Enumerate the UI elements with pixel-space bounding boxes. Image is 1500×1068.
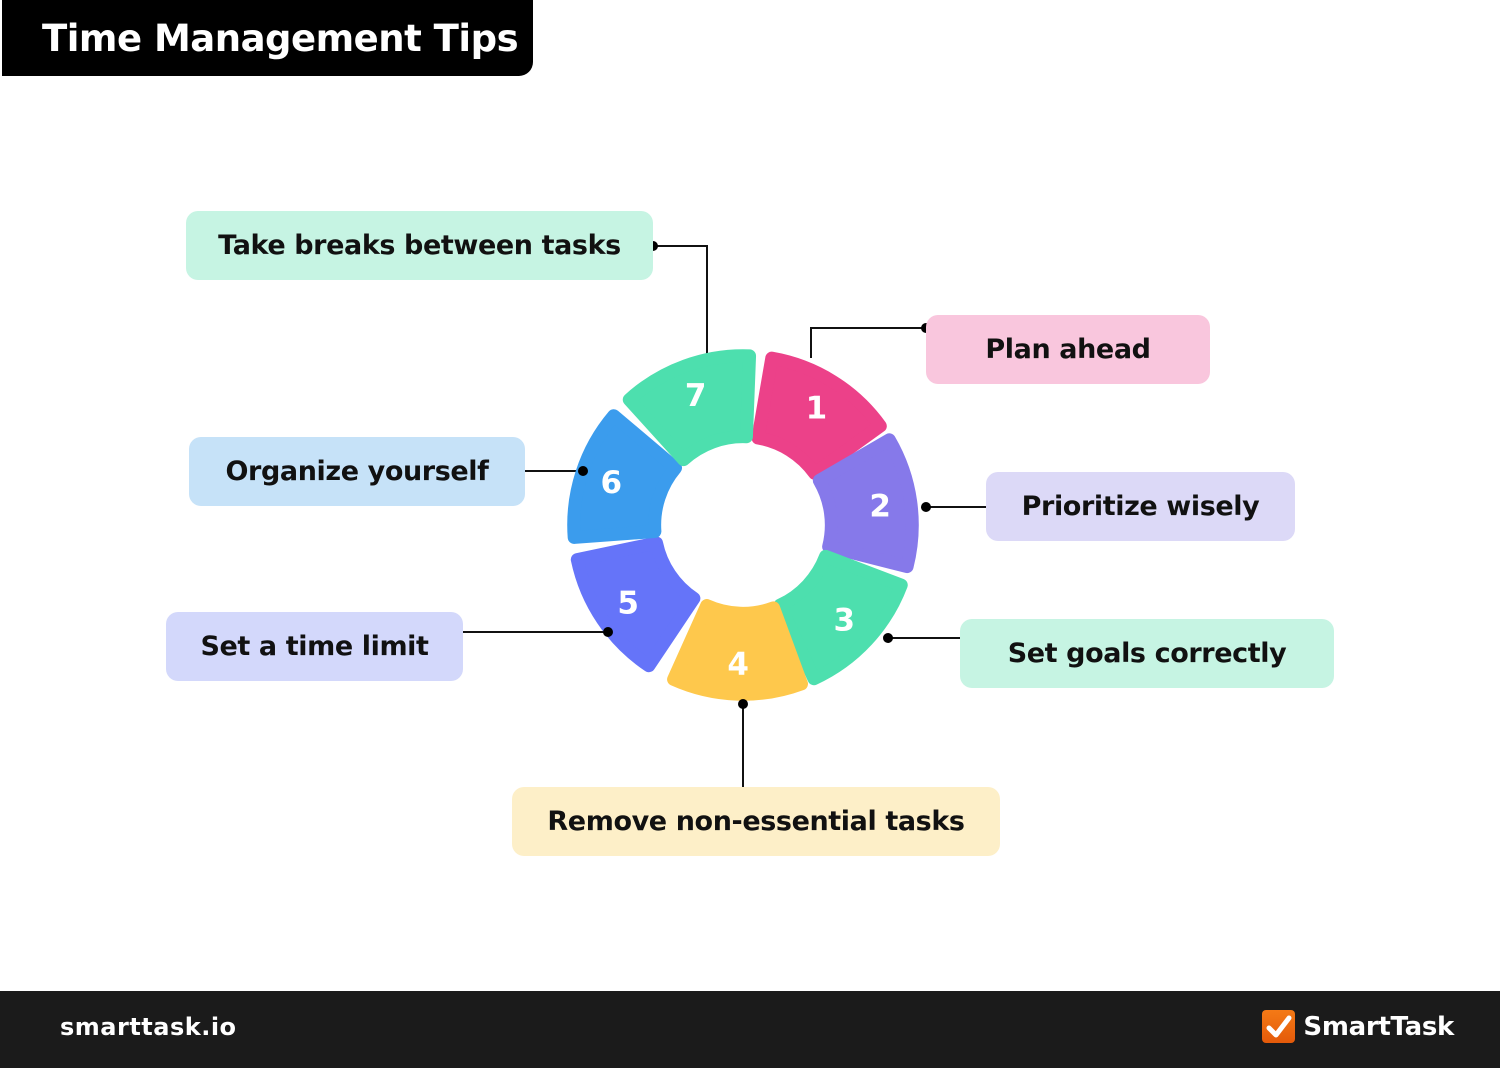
- connector-dot: [883, 633, 893, 643]
- checkmark-icon: [1262, 1010, 1296, 1043]
- page-title: Time Management Tips: [42, 16, 519, 60]
- segment-number: 3: [834, 602, 856, 638]
- connector-dot: [578, 466, 588, 476]
- tips-ring-diagram: 1 2 3 4 5 6 7: [463, 241, 986, 787]
- ring-segment-5: [570, 536, 701, 673]
- ring-segment-7: [622, 349, 757, 467]
- ring-segment-6: [567, 409, 683, 544]
- connector-dot: [921, 502, 931, 512]
- tip-label-7: Take breaks between tasks: [186, 211, 653, 280]
- brand-logo: SmartTask: [1262, 1010, 1454, 1043]
- ring-segment-4: [667, 599, 808, 701]
- connector-line: [653, 245, 708, 355]
- tip-label-2: Prioritize wisely: [986, 472, 1295, 541]
- tip-label-5: Set a time limit: [166, 612, 463, 681]
- footer-url[interactable]: smarttask.io: [60, 1013, 237, 1041]
- tip-label-1: Plan ahead: [926, 315, 1210, 384]
- segment-number: 6: [600, 465, 622, 501]
- segment-number: 1: [806, 391, 828, 427]
- connector-dot: [603, 627, 613, 637]
- tip-label-6: Organize yourself: [189, 437, 525, 506]
- connector-dot: [738, 699, 748, 709]
- connector-line: [810, 327, 926, 358]
- ring-segment-3: [773, 549, 908, 686]
- segment-number: 7: [685, 378, 707, 414]
- ring-segment-1: [751, 351, 887, 480]
- segment-number: 4: [727, 646, 749, 682]
- segment-number: 2: [869, 489, 891, 525]
- tip-label-3: Set goals correctly: [960, 619, 1334, 688]
- ring-segment-2: [812, 433, 919, 574]
- title-banner: Time Management Tips: [2, 0, 533, 76]
- ring-segments: 1 2 3 4 5 6 7: [567, 241, 931, 709]
- segment-number: 5: [617, 585, 639, 621]
- footer: smarttask.io SmartTask: [0, 991, 1500, 1068]
- connectors: [463, 245, 986, 787]
- tip-label-4: Remove non-essential tasks: [512, 787, 1000, 856]
- brand-name: SmartTask: [1303, 1011, 1454, 1042]
